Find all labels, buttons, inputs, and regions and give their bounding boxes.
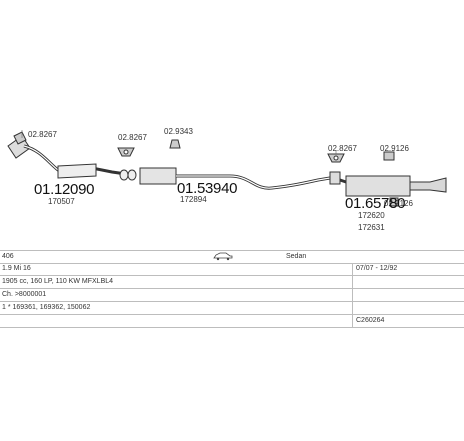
front-part-ref: 170507 (48, 197, 75, 206)
part-code-label: 02.9126 (380, 144, 409, 153)
table-row: 1.9 Mi 16 07/07 - 12/92 (0, 263, 464, 276)
rear-part-ref: 172620 (358, 211, 385, 220)
exhaust-diagram (7, 130, 447, 207)
reference-numbers: 1 * 169361, 169362, 150062 (2, 304, 91, 311)
tailpipe (409, 177, 447, 193)
front-converter (57, 163, 97, 179)
hanger-6 (389, 197, 399, 207)
sedan-car-icon (212, 251, 234, 263)
rear-silencer (345, 175, 411, 197)
body-type: Sedan (286, 253, 307, 260)
rear-joint (329, 171, 341, 185)
engine-label: 1.9 Mi 16 (2, 265, 31, 272)
table-divider (352, 263, 353, 327)
chassis-number: Ch. >8000001 (2, 291, 47, 298)
middle-part-number: 01.53940 (177, 180, 238, 197)
part-code-label: 02.8267 (328, 144, 357, 153)
rear-part-ref: 172631 (358, 223, 385, 232)
joint-ring-2 (127, 169, 137, 181)
clamp-1 (13, 131, 27, 145)
front-part-number: 01.12090 (34, 181, 95, 198)
part-code-label: 02.9343 (164, 127, 193, 136)
table-row: 406 Sedan (0, 250, 464, 264)
middle-part-ref: 172894 (180, 195, 207, 204)
model-name: 406 (2, 253, 14, 260)
table-row: C260264 (0, 315, 464, 328)
table-row: 1905 cc, 160 LP, 110 KW MFXLBL4 (0, 276, 464, 289)
catalog-number: C260264 (356, 317, 385, 324)
part-code-label: 02.9126 (384, 199, 413, 208)
rear-pipe-in (339, 178, 347, 184)
joint-ring-1 (119, 169, 129, 181)
engine-spec: 1905 cc, 160 LP, 110 KW MFXLBL4 (2, 278, 114, 285)
hanger-3 (169, 139, 181, 149)
hanger-5 (383, 151, 395, 161)
part-code-label: 02.8267 (118, 133, 147, 142)
rear-part-number: 01.65780 (345, 195, 406, 212)
part-code-label: 02.8267 (28, 130, 57, 139)
table-row: Ch. >8000001 (0, 289, 464, 302)
production-years: 07/07 - 12/92 (356, 265, 398, 272)
middle-silencer (139, 167, 177, 185)
table-row: 1 * 169361, 169362, 150062 (0, 302, 464, 315)
